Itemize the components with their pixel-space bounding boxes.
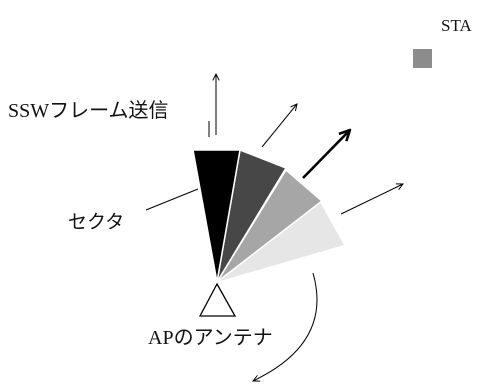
sector-4	[217, 202, 344, 282]
ap-antenna-label: APのアンテナ	[148, 327, 273, 349]
beam-arrow-3-selected	[302, 131, 349, 179]
sta-icon	[413, 49, 432, 68]
sector-leader-line	[145, 188, 199, 211]
sector-1	[192, 149, 241, 283]
ap-antenna-icon	[198, 282, 237, 317]
ssw-frame-transmission-label: SSWフレーム送信	[8, 100, 169, 122]
sta-label: STA	[441, 16, 472, 35]
beam-arrow-2	[261, 104, 297, 148]
beam-arrow-4	[340, 184, 403, 215]
sector-label: セクタ	[68, 211, 125, 233]
sweep-arrow	[253, 272, 318, 381]
